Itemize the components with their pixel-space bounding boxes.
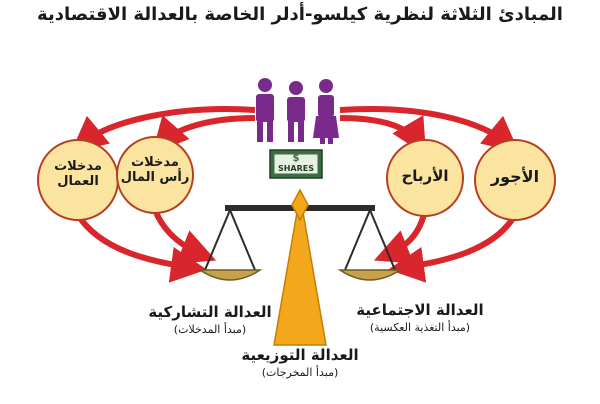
arrow-wages-to-scale	[388, 213, 518, 283]
arrow-profits-to-scale	[373, 209, 428, 264]
arrow-capital-to-scale	[152, 208, 217, 264]
circle-capital-input	[116, 136, 194, 214]
caption-participative-title: العدالة التشاركية	[148, 303, 272, 321]
label-workers-input: مدخلات العمال	[54, 159, 102, 189]
circle-wages	[474, 139, 556, 221]
shares-dollar-icon: $	[292, 153, 300, 164]
page-title: المبادئ الثلاثة لنظرية كيلسو-أدلر الخاصة…	[37, 4, 563, 25]
scale-of-justice	[197, 188, 403, 346]
shares-icon	[269, 149, 323, 179]
label-profits: الأرباح	[401, 167, 449, 185]
caption-participative-subtitle: (مبدأ المدخلات)	[173, 323, 247, 336]
arrow-people-to-profits	[339, 115, 427, 156]
caption-social-subtitle: (مبدأ التغذية العكسية)	[369, 321, 471, 334]
arrow-people-to-wages	[339, 106, 520, 153]
label-capital-input: مدخلات رأس المال	[120, 155, 190, 185]
caption-distributive: العدالة التوزيعية (مبدأ المخرجات)	[225, 346, 375, 379]
caption-social-title: العدالة الاجتماعية	[356, 301, 484, 319]
caption-distributive-subtitle: (مبدأ المخرجات)	[261, 366, 339, 379]
arrow-people-to-workers	[70, 106, 256, 153]
caption-social: العدالة الاجتماعية (مبدأ التغذية العكسية…	[340, 301, 500, 334]
circle-profits	[386, 139, 464, 217]
label-wages: الأجور	[490, 167, 540, 186]
people-icon	[256, 78, 339, 144]
caption-distributive-title: العدالة التوزيعية	[241, 346, 359, 364]
caption-participative: العدالة التشاركية (مبدأ المدخلات)	[140, 303, 280, 336]
shares-label: SHARES	[277, 164, 315, 173]
arrow-workers-to-scale	[75, 213, 207, 283]
arrow-people-to-capital	[152, 115, 256, 154]
